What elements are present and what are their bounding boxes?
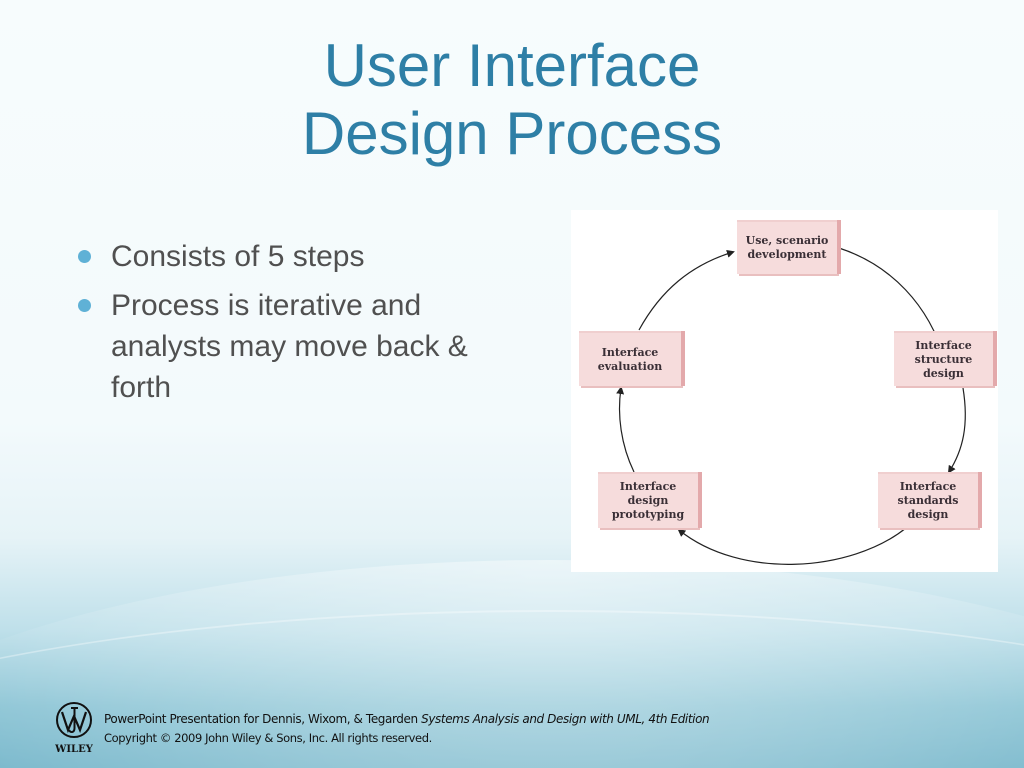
wiley-logo: WILEY [54, 700, 94, 756]
node-label-line: standards [897, 494, 959, 507]
title-line-1: User Interface [323, 32, 701, 99]
footer-line-1: PowerPoint Presentation for Dennis, Wixo… [104, 710, 710, 729]
footer-credit: PowerPoint Presentation for Dennis, Wixo… [104, 712, 422, 726]
bullet-dot-icon [78, 250, 91, 263]
bullet-item: Consists of 5 steps [76, 236, 536, 277]
node-label-line: structure [914, 352, 973, 366]
arrow-to-evaluation [616, 386, 635, 473]
wiley-logo-icon: WILEY [54, 702, 94, 755]
node-label-line: evaluation [597, 359, 663, 373]
arrow-to-prototyping [677, 527, 907, 565]
arrow-to-standards [947, 387, 966, 474]
footer-copyright: Copyright © 2009 John Wiley & Sons, Inc.… [104, 731, 432, 745]
footer-citation: PowerPoint Presentation for Dennis, Wixo… [104, 710, 710, 748]
footer-book-title: Systems Analysis and Design with UML, 4t… [421, 712, 710, 726]
node-label-line: Use, scenario [745, 234, 829, 247]
node-label-line: design [923, 366, 964, 380]
node-interface-evaluation: Interface evaluation [579, 331, 681, 386]
node-interface-structure-design: Interface structure design [894, 331, 993, 386]
node-interface-standards-design: Interface standards design [878, 472, 978, 528]
bullet-text: Process is iterative and analysts may mo… [111, 289, 468, 404]
node-label-line: Interface [601, 345, 659, 359]
slide-title: User Interface Design Process [0, 32, 1024, 168]
process-cycle-diagram: Use, scenario development Interface stru… [571, 210, 998, 572]
node-label-line: Interface [915, 338, 972, 352]
svg-text:WILEY: WILEY [54, 744, 94, 755]
bullet-dot-icon [78, 299, 91, 312]
node-use-scenario-development: Use, scenario development [737, 220, 837, 274]
node-label-line: Interface [619, 480, 677, 493]
node-interface-design-prototyping: Interface design prototyping [598, 472, 698, 528]
bullet-text: Consists of 5 steps [111, 240, 365, 273]
title-line-2: Design Process [301, 100, 723, 167]
bullet-list: Consists of 5 steps Process is iterative… [76, 236, 536, 416]
bullet-item: Process is iterative and analysts may mo… [76, 285, 536, 408]
node-label-line: prototyping [611, 508, 685, 521]
node-label-line: design [627, 494, 669, 507]
node-label-line: Interface [899, 480, 957, 493]
node-label-line: development [747, 248, 827, 261]
arrow-to-use-scenario [638, 249, 735, 331]
node-label-line: design [907, 508, 949, 521]
